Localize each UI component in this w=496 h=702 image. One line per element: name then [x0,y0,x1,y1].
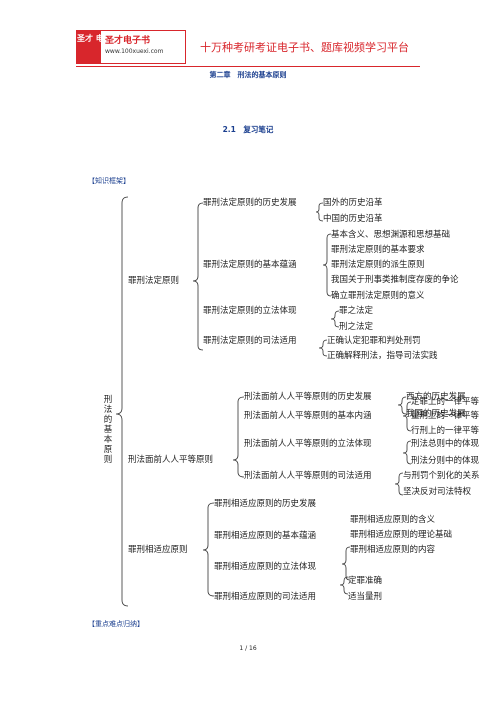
p1-label: 罪刑法定原则 [128,276,180,286]
p1-c3-label: 罪刑法定原则的司法适用 [203,336,297,346]
p2-c2-label: 刑法面前人人平等原则的立法体现 [244,439,372,449]
p3-c1-item: 罪刑相适应原则的内容 [350,545,436,555]
logo-frame [76,30,186,64]
p1-c1-item: 罪刑法定原则的基本要求 [331,245,425,255]
page-number: 1 / 16 [239,645,257,652]
p1-c0-item: 中国的历史沿革 [323,214,383,224]
p3-label: 罪刑相适应原则 [128,545,188,555]
p1-c0-label: 罪刑法定原则的历史发展 [203,198,297,208]
p3-c1-item: 罪刑相适应原则的理论基础 [350,530,453,540]
p1-c1-item: 我国关于刑事类推制度存废的争论 [331,275,459,285]
p3-brace [202,502,215,597]
p2-c1-label: 刑法面前人人平等原则的基本内涵 [244,411,372,421]
header-slogan: 十万种考研考证电子书、题库视频学习平台 [200,41,409,54]
p1-c3-item: 正确认定犯罪和判处刑罚 [327,336,421,346]
p3-c3-item: 适当量刑 [348,592,383,602]
logo-url: www.100xuexi.com [105,48,164,55]
tree-root: 刑法的基本原则 [103,395,113,465]
p1-c1-item: 罪刑法定原则的派生原则 [331,260,425,270]
p1-c2-item: 罪之法定 [339,306,374,316]
logo-name: 圣才电子书 [105,36,151,46]
p2-c2-item: 刑法分则中的体现 [411,456,480,466]
root-brace [115,196,129,607]
p2-brace [232,396,245,478]
p1-brace [192,202,204,351]
p2-c2-item: 刑法总则中的体现 [411,439,480,449]
p1-c1-item: 确立罪刑法定原则的意义 [331,291,425,301]
p3-c2-label: 罪刑相适应原则的立法体现 [214,562,317,572]
p1-c0-item: 国外的历史沿革 [323,198,383,208]
header-divider [76,66,420,67]
p2-c1-item: 行刑上的一律平等 [411,426,480,436]
logo-mark: 圣才 电子书 [77,31,120,63]
p2-label: 刑法面前人人平等原则 [128,455,214,465]
chapter-title: 第二章 刑法的基本原则 [209,71,287,79]
section-title: 2.1 复习笔记 [222,125,274,134]
p1-c1-label: 罪刑法定原则的基本蕴涵 [203,260,297,270]
p3-c0-label: 罪刑相适应原则的历史发展 [214,499,317,509]
p3-c3-item: 定罪准确 [348,576,383,586]
p3-c1-label: 罪刑相适应原则的基本蕴涵 [214,531,317,541]
p2-c1-item: 定罪上的一律平等 [411,397,480,407]
p1-c2-item: 刑之法定 [339,322,374,332]
p2-c0-item: 我国的历史发展 [406,409,466,419]
p3-c3-label: 罪刑相适应原则的司法适用 [214,592,317,602]
p2-c0-item: 西方的历史发展 [406,392,466,402]
p1-c2-label: 罪刑法定原则的立法体现 [203,306,297,316]
p2-c3-label: 刑法面前人人平等原则的司法适用 [244,471,372,481]
p2-c0-label: 刑法面前人人平等原则的历史发展 [244,392,372,402]
key-points-heading: 【重点难点归纳】 [88,620,144,628]
knowledge-framework-heading: 【知识框架】 [88,177,130,185]
p1-c3-item: 正确解释刑法，指导司法实践 [327,351,438,361]
p1-c1-item: 基本含义、思想渊源和思想基础 [331,230,451,240]
p2-c3-item: 坚决反对司法特权 [403,487,472,497]
p2-c1-item: 量刑上的一律平等 [411,411,480,421]
p2-c3-item: 与刑罚个别化的关系 [403,471,480,481]
p3-c1-item: 罪刑相适应原则的含义 [350,515,436,525]
